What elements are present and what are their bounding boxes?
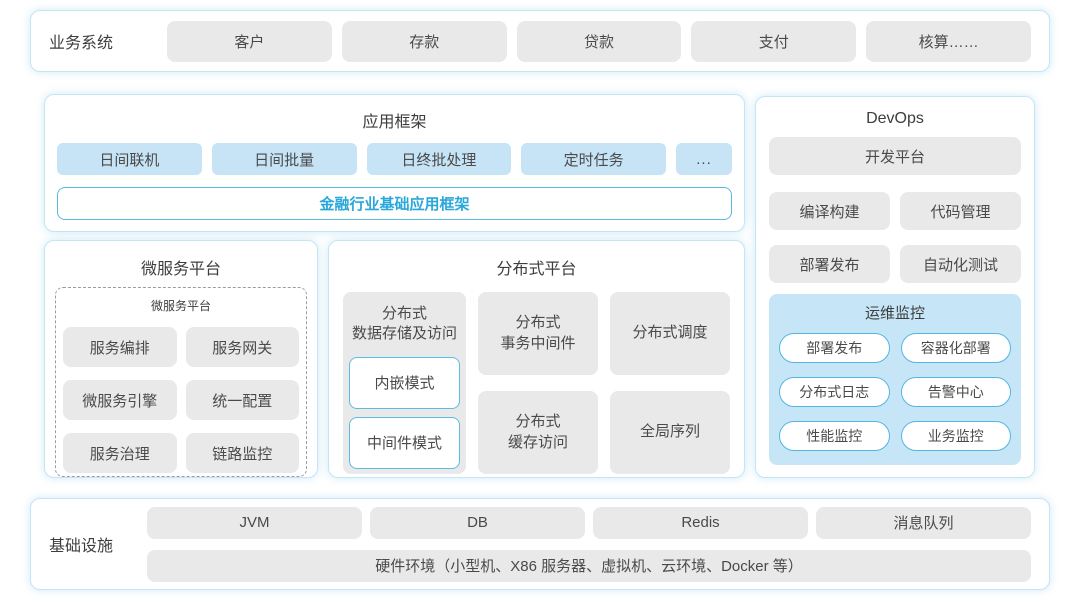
ops-monitor-box: 运维监控 部署发布 容器化部署 分布式日志 告警中心 性能监控 业务监控	[769, 294, 1021, 465]
biz-item-accounting: 核算……	[866, 20, 1031, 62]
dist-global-sequence: 全局序列	[610, 391, 730, 474]
infrastructure-label: 基础设施	[49, 538, 114, 555]
mode-daytime-batch: 日间批量	[211, 143, 357, 175]
mode-eod-batch: 日终批处理	[366, 143, 512, 175]
app-framework-modes-row: 日间联机 日间批量 日终批处理 定时任务 ...	[57, 143, 732, 175]
mon-alert-center: 告警中心	[900, 377, 1011, 407]
distributed-title: 分布式平台	[496, 261, 577, 278]
ms-engine: 微服务引擎	[63, 380, 177, 420]
ms-trace-monitor: 链路监控	[185, 433, 299, 473]
infra-mq: 消息队列	[816, 506, 1031, 539]
dist-transaction-middleware: 分布式 事务中间件	[478, 292, 598, 375]
ops-monitor-grid: 部署发布 容器化部署 分布式日志 告警中心 性能监控 业务监控	[779, 333, 1011, 451]
ms-service-orchestration: 服务编排	[63, 327, 177, 367]
dist-scheduler: 分布式调度	[610, 292, 730, 375]
distributed-panel: 分布式平台 分布式 数据存储及访问 内嵌模式 中间件模式 分布式 事务中间件 分…	[328, 240, 745, 478]
devops-title: DevOps	[866, 110, 924, 127]
microservice-inner-title: 微服务平台	[150, 299, 211, 313]
mode-more: ...	[676, 143, 732, 175]
business-systems-label: 业务系统	[49, 35, 114, 52]
dist-storage-title: 分布式 数据存储及访问	[351, 305, 457, 343]
devops-tools-grid: 编译构建 代码管理 部署发布 自动化测试	[769, 192, 1021, 283]
compile-build: 编译构建	[769, 192, 890, 230]
biz-item-deposit: 存款	[341, 20, 507, 62]
dist-storage-box: 分布式 数据存储及访问 内嵌模式 中间件模式	[343, 292, 466, 474]
infrastructure-row: JVM DB Redis 消息队列	[147, 506, 1031, 539]
infra-redis: Redis	[593, 506, 808, 539]
biz-item-payment: 支付	[691, 20, 857, 62]
mon-biz-monitor: 业务监控	[900, 421, 1011, 451]
infrastructure-bar: 基础设施 JVM DB Redis 消息队列 硬件环境（小型机、X86 服务器、…	[30, 498, 1050, 590]
app-framework-panel: 应用框架 日间联机 日间批量 日终批处理 定时任务 ... 金融行业基础应用框架	[44, 94, 745, 232]
mon-perf-monitor: 性能监控	[779, 421, 890, 451]
infra-hardware-env: 硬件环境（小型机、X86 服务器、虚拟机、云环境、Docker 等）	[147, 549, 1031, 582]
business-systems-bar: 业务系统 客户 存款 贷款 支付 核算……	[30, 10, 1050, 72]
dist-right-column: 分布式调度 全局序列	[610, 292, 730, 474]
mon-distributed-log: 分布式日志	[779, 377, 890, 407]
base-framework-bar: 金融行业基础应用框架	[57, 187, 732, 220]
ops-monitor-title: 运维监控	[864, 305, 925, 322]
mon-container-deploy: 容器化部署	[900, 333, 1011, 363]
dist-embedded-mode: 内嵌模式	[349, 356, 460, 409]
ms-governance: 服务治理	[63, 433, 177, 473]
dev-platform: 开发平台	[769, 137, 1021, 175]
devops-panel: DevOps 开发平台 编译构建 代码管理 部署发布 自动化测试 运维监控 部署…	[755, 96, 1035, 478]
infra-jvm: JVM	[147, 506, 362, 539]
microservice-grid: 服务编排 服务网关 微服务引擎 统一配置 服务治理 链路监控	[63, 327, 299, 473]
code-management: 代码管理	[900, 192, 1021, 230]
dist-middle-column: 分布式 事务中间件 分布式 缓存访问	[478, 292, 598, 474]
mode-scheduled-task: 定时任务	[521, 143, 666, 175]
ms-unified-config: 统一配置	[185, 380, 299, 420]
ms-service-gateway: 服务网关	[185, 327, 299, 367]
mode-daytime-online: 日间联机	[57, 143, 202, 175]
biz-item-loan: 贷款	[516, 20, 682, 62]
deploy-release: 部署发布	[769, 245, 890, 283]
microservice-title: 微服务平台	[140, 261, 221, 278]
infrastructure-content: JVM DB Redis 消息队列 硬件环境（小型机、X86 服务器、虚拟机、云…	[147, 506, 1031, 582]
dist-middleware-mode: 中间件模式	[349, 416, 460, 469]
microservice-panel: 微服务平台 微服务平台 服务编排 服务网关 微服务引擎 统一配置 服务治理 链路…	[44, 240, 318, 478]
dist-cache-access: 分布式 缓存访问	[478, 391, 598, 474]
distributed-columns: 分布式 数据存储及访问 内嵌模式 中间件模式 分布式 事务中间件 分布式 缓存访…	[343, 292, 730, 474]
microservice-dashed-box: 微服务平台 服务编排 服务网关 微服务引擎 统一配置 服务治理 链路监控	[55, 287, 307, 477]
biz-item-customer: 客户	[167, 20, 332, 62]
infra-db: DB	[370, 506, 585, 539]
auto-test: 自动化测试	[900, 245, 1021, 283]
app-framework-title: 应用框架	[362, 114, 427, 131]
mon-deploy-release: 部署发布	[779, 333, 890, 363]
